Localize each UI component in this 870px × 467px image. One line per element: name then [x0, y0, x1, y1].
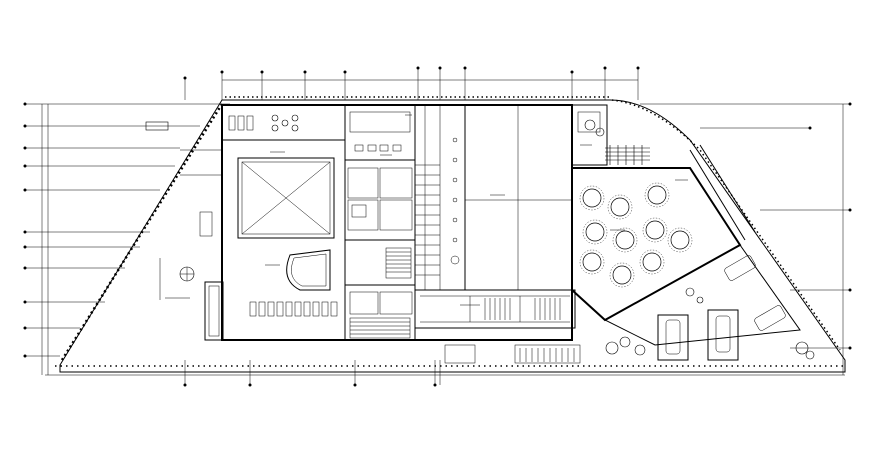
- left-grid-axis-markers: [23, 102, 230, 375]
- right-grid-axis-markers: [640, 102, 852, 375]
- main-building: [221, 104, 573, 341]
- top-grid-axis-markers: [183, 66, 640, 100]
- trees: [584, 119, 815, 360]
- service-core: [347, 111, 413, 339]
- round-table-chairs: [579, 182, 693, 288]
- lower-corridor: [414, 289, 581, 364]
- site-boundary: [45, 96, 846, 376]
- swimming-pool: [237, 157, 335, 291]
- main-hall: [415, 105, 572, 290]
- left-outdoor-area: [145, 121, 224, 341]
- lounge-chairs: [228, 114, 338, 317]
- annotation-marks: [165, 114, 688, 306]
- parking-area: [603, 244, 801, 361]
- bottom-grid-axis-markers: [183, 360, 441, 387]
- round-tables: [582, 185, 690, 285]
